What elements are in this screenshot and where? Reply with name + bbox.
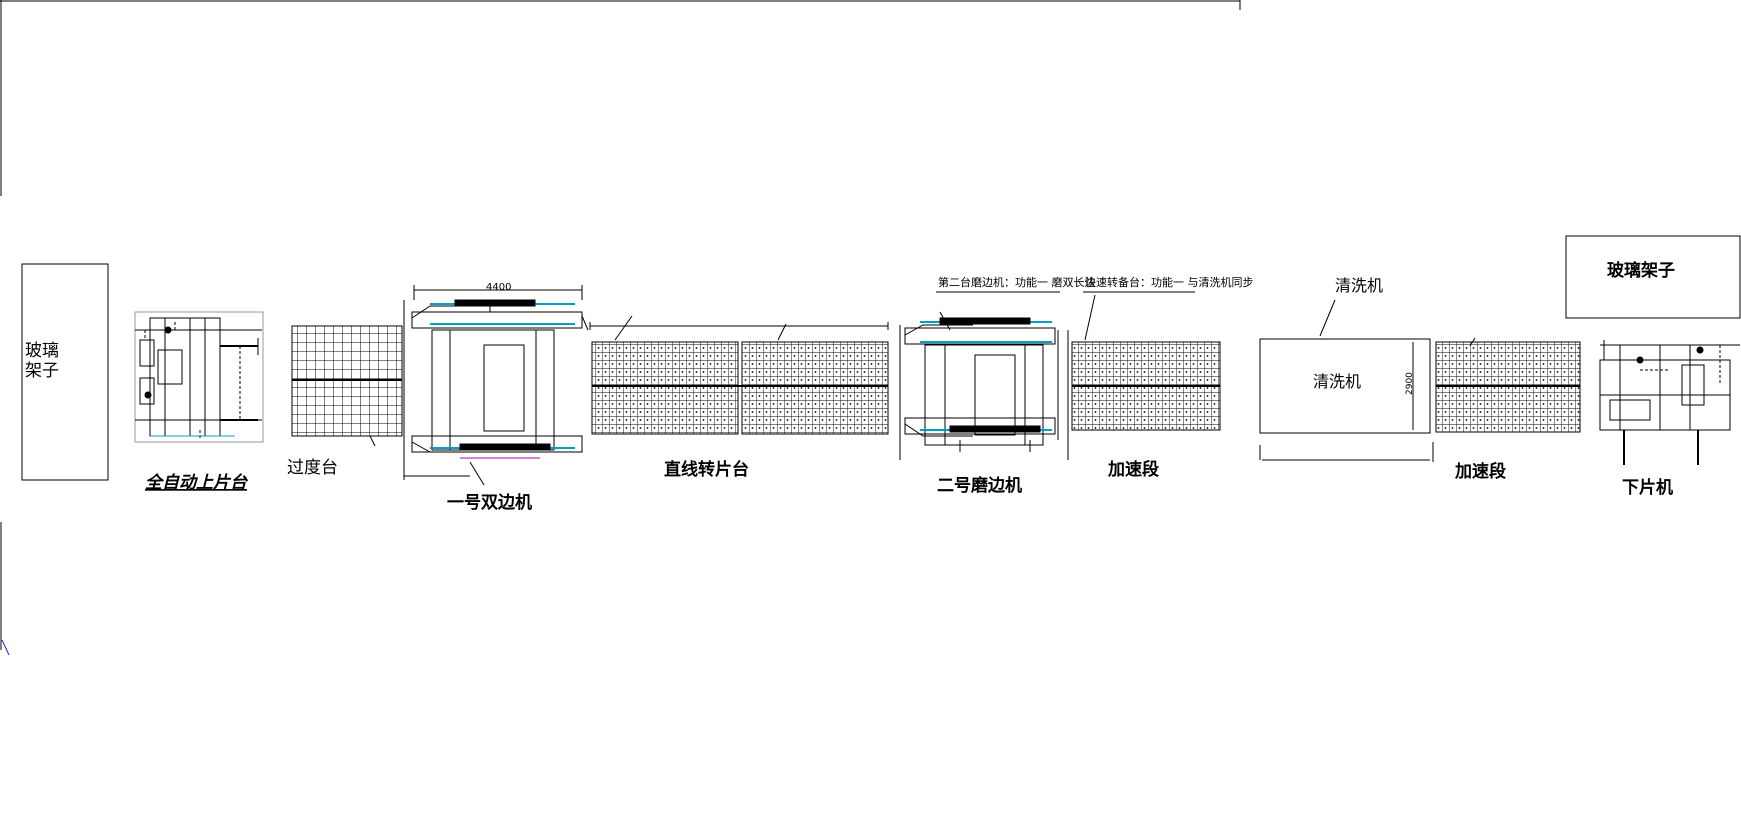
- dim-2900: 2900: [1405, 372, 1415, 395]
- linear-turn-table: [589, 315, 889, 435]
- auto-loader-machine: [134, 311, 264, 443]
- edger-2-note: 第二台磨边机：功能一 磨双长边: [938, 275, 1096, 289]
- edger-2-machine: [899, 311, 1059, 460]
- fast-table-note: 快速转备台：功能一 与清洗机同步: [1085, 275, 1254, 289]
- accel-2-label: 加速段: [1454, 461, 1506, 482]
- rack-right-label: 玻璃架子: [1607, 260, 1675, 281]
- unloader-label: 下片机: [1622, 477, 1673, 498]
- transition-table-label: 过度台: [287, 458, 338, 478]
- washer-inner-label: 清洗机: [1313, 372, 1361, 391]
- page-frame: [0, 0, 1241, 656]
- accel-1-label: 加速段: [1107, 459, 1159, 480]
- washer-machine: 清洗机 2900: [1259, 338, 1434, 462]
- edger-2-label: 二号磨边机: [937, 475, 1022, 496]
- auto-loader-label: 全自动上片台: [145, 473, 248, 493]
- accel-section-2: [1435, 337, 1581, 433]
- edger-1-machine: 4400: [403, 282, 589, 486]
- glass-rack-right: 玻璃架子: [1565, 235, 1741, 319]
- unloader-machine: [1599, 340, 1740, 465]
- washer-top-label: 清洗机: [1335, 276, 1383, 295]
- dim-4400: 4400: [486, 282, 511, 293]
- edger-1-label: 一号双边机: [447, 492, 532, 513]
- transition-table: [291, 325, 403, 447]
- rack-left-line1: 玻璃: [25, 341, 59, 361]
- rack-left-line2: 架子: [25, 361, 59, 381]
- glass-rack-left: 玻璃 架子: [21, 263, 109, 481]
- linear-turn-table-label: 直线转片台: [664, 459, 749, 480]
- accel-section-1: [1067, 330, 1221, 460]
